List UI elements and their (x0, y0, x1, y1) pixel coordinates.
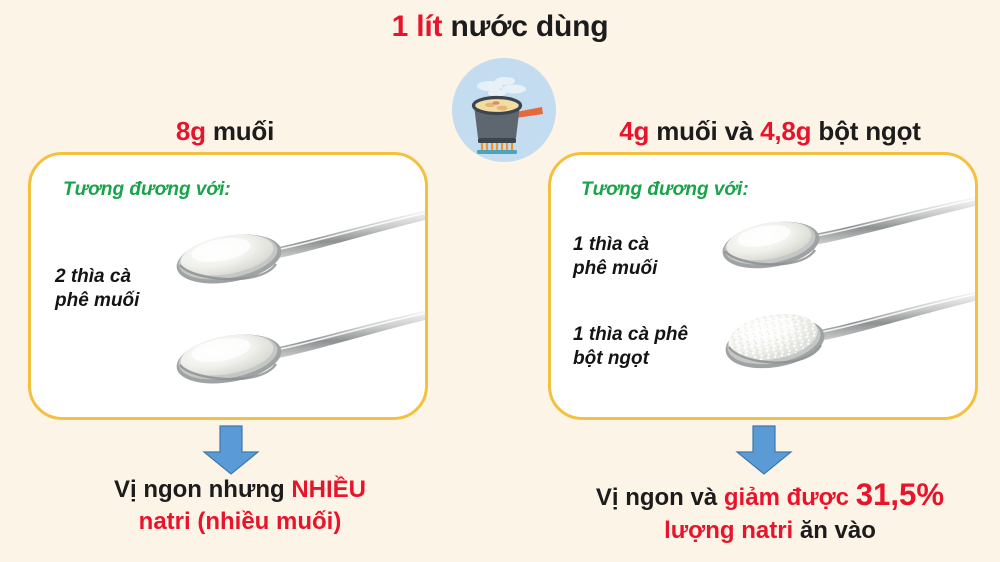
right-item2-line2: bột ngọt (573, 348, 649, 370)
right-conclusion-line1: Vị ngon và giảm được 31,5% (540, 474, 1000, 515)
right-item2-line1: 1 thìa cà phê (573, 324, 689, 345)
right-panel: Tương đương với: 1 thìa cà phê muối 1 th… (548, 152, 978, 420)
right-item-label-msg: 1 thìa cà phê bột ngọt (573, 323, 688, 372)
left-conclusion-line1: Vị ngon nhưng NHIỀU (10, 474, 470, 506)
right-item1-line2: phê muối (573, 258, 658, 280)
left-item-label: 2 thìa cà phê muối (55, 265, 139, 314)
right-heading-amount-1: 4g (619, 116, 650, 146)
left-equivalence-label: Tương đương với: (63, 179, 231, 200)
page-title: 1 lít nước dùng (0, 10, 1000, 44)
left-column-heading: 8g muối (0, 116, 450, 147)
left-item-line2: phê muối (55, 290, 140, 312)
right-conclusion-line2: lượng natri ăn vào (540, 515, 1000, 547)
left-heading-amount: 8g (175, 116, 206, 146)
spoon-salt-lower (176, 310, 425, 384)
left-conclusion-line1-red: NHIỀU (291, 476, 366, 503)
title-rest: nước dùng (450, 10, 609, 43)
right-heading-label-2: bột ngọt (818, 116, 921, 146)
left-conclusion: Vị ngon nhưng NHIỀU natri (nhiều muối) (10, 474, 470, 537)
title-amount: 1 lít (391, 10, 443, 43)
spoon-salt-upper (176, 210, 425, 284)
right-conclusion-percentage: 31,5% (855, 477, 945, 512)
spoon-msg-right (725, 291, 975, 369)
left-panel: Tương đương với: 2 thìa cà phê muối (28, 152, 428, 420)
right-conclusion-line2-dark: ăn vào (799, 517, 876, 545)
down-arrow-left (202, 425, 260, 475)
left-item-line1: 2 thìa cà (55, 266, 132, 287)
right-conclusion-line2-red: lượng natri (664, 517, 794, 545)
right-heading-label-1: muối và (656, 116, 754, 146)
right-conclusion: Vị ngon và giảm được 31,5% lượng natri ă… (540, 474, 1000, 547)
spoon-salt-right (722, 197, 975, 269)
right-conclusion-line1-red: giảm được (723, 484, 850, 511)
right-heading-amount-2: 4,8g (760, 116, 812, 146)
left-conclusion-line1-dark: Vị ngon nhưng (113, 476, 285, 503)
left-heading-label: muối (212, 116, 275, 146)
down-arrow-right (735, 425, 793, 475)
right-equivalence-label: Tương đương với: (581, 179, 749, 200)
cooking-pot-icon (452, 58, 556, 162)
right-item1-line1: 1 thìa cà (573, 234, 650, 255)
pot-icon-art (471, 77, 543, 154)
right-column-heading: 4g muối và 4,8g bột ngọt (540, 116, 1000, 147)
right-conclusion-line1-dark: Vị ngon và (595, 484, 718, 511)
left-conclusion-line2: natri (nhiều muối) (138, 507, 342, 535)
right-item-label-salt: 1 thìa cà phê muối (573, 233, 657, 282)
